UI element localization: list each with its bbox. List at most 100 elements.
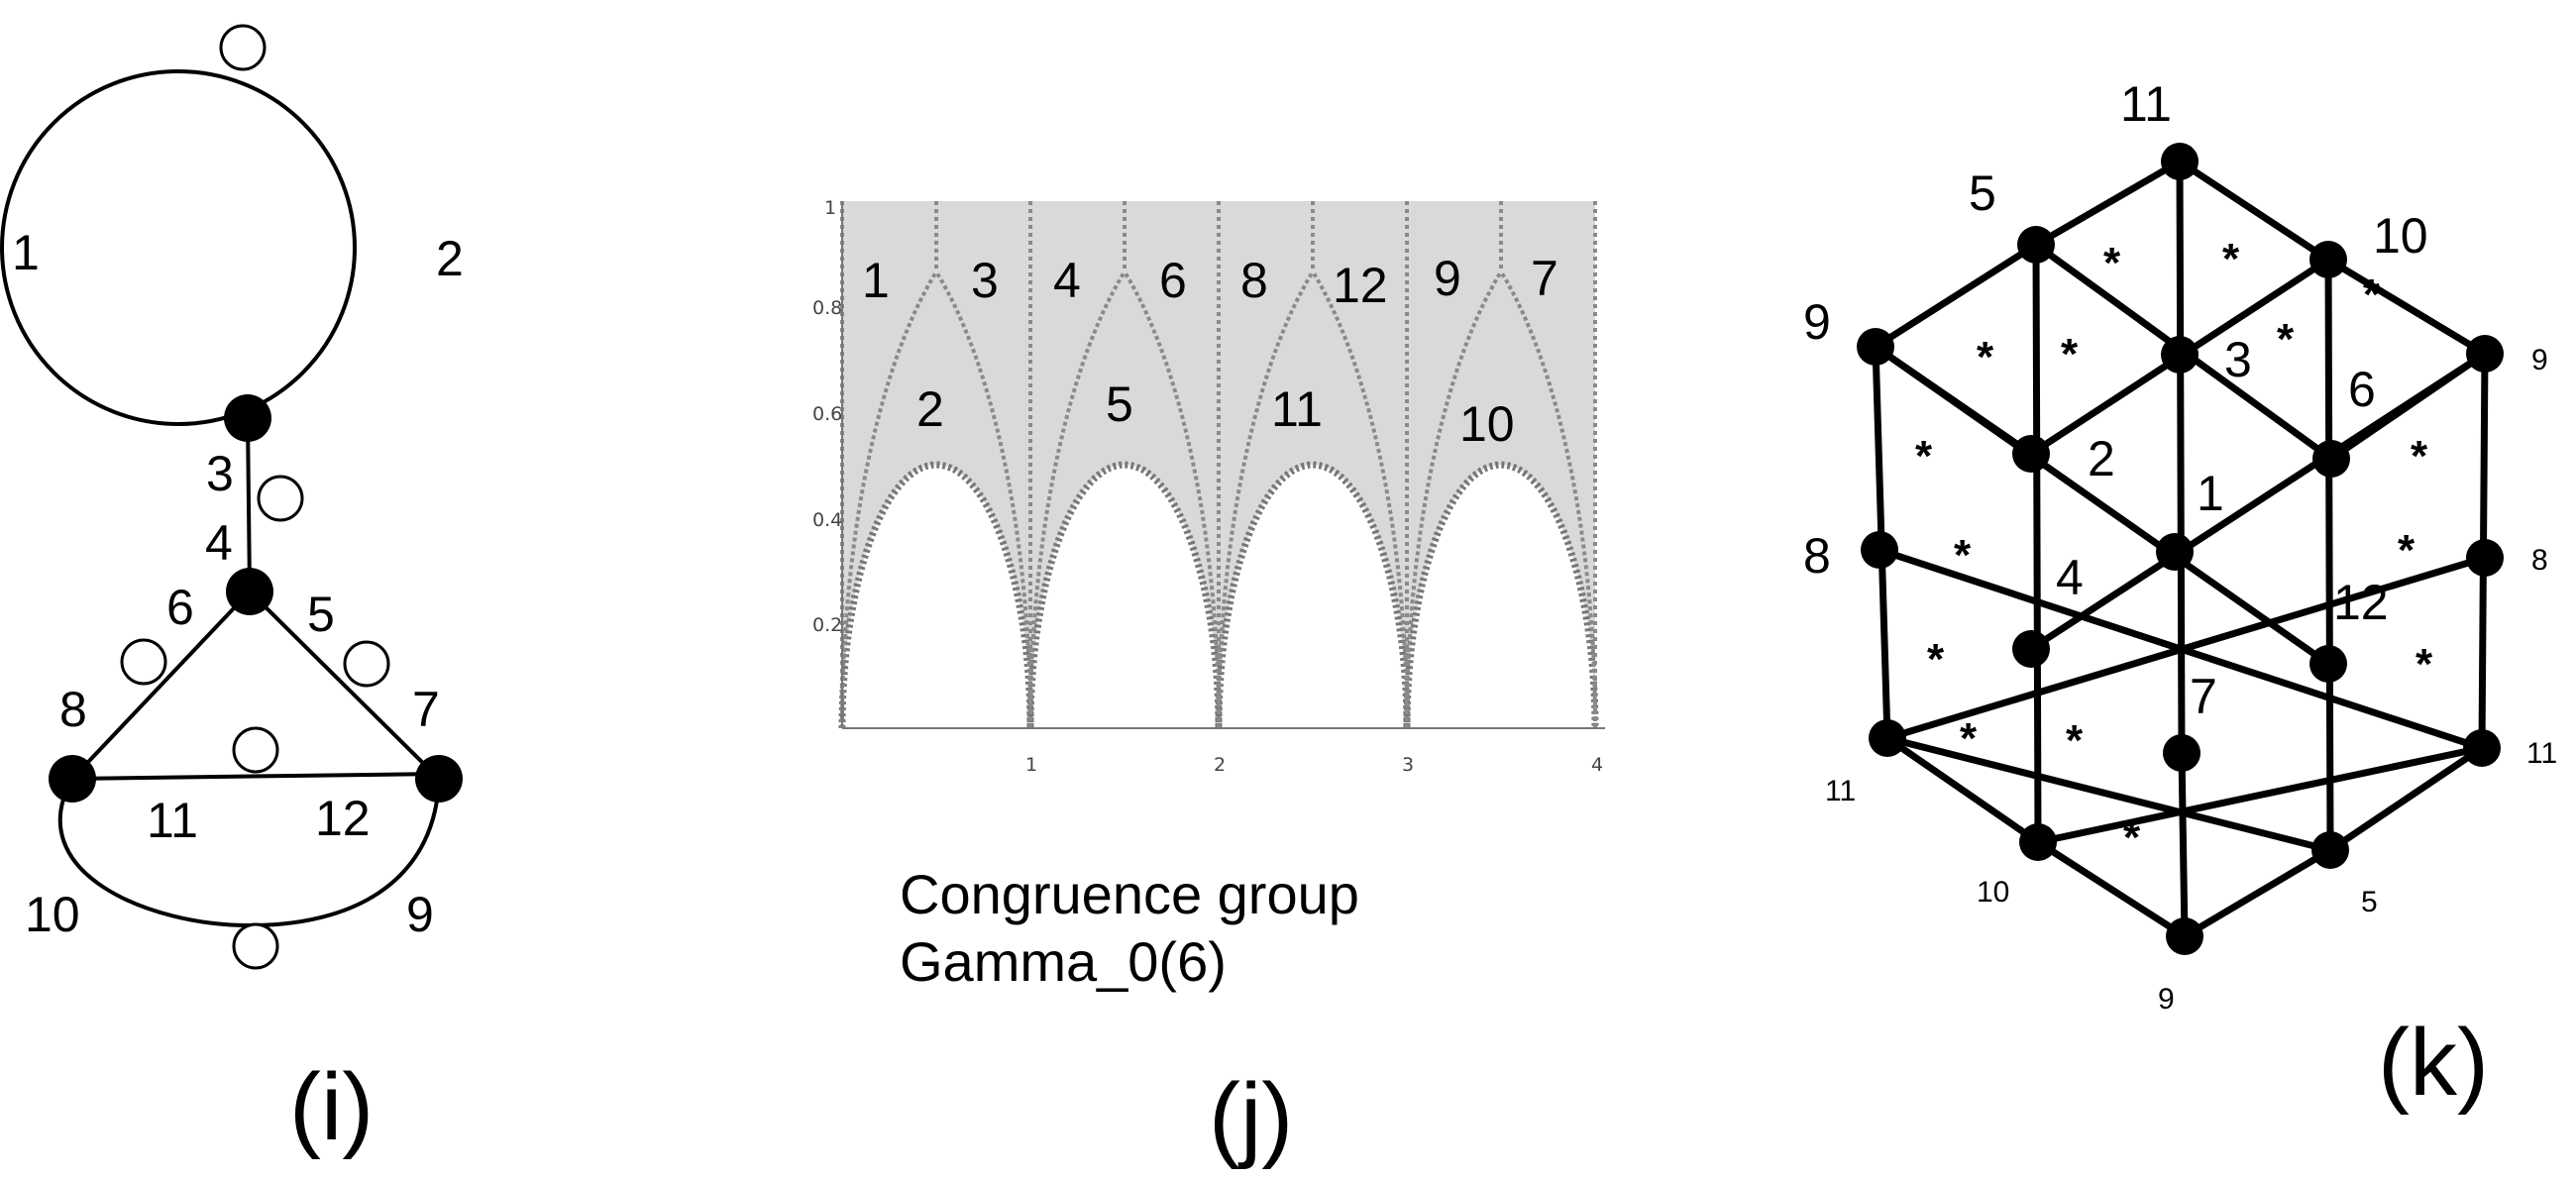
triangulation-vertex [2012, 630, 2050, 668]
vertex-label: 11 [2526, 737, 2557, 770]
triangulation-vertex [2463, 729, 2501, 767]
region-label: 6 [1159, 253, 1187, 308]
apex-arc [840, 270, 938, 729]
triangulation-vertex [2156, 533, 2194, 571]
vertex [415, 755, 463, 803]
base-edge-marker [232, 726, 279, 774]
edge-label-8: 8 [59, 682, 87, 737]
region-label: 7 [1531, 251, 1558, 306]
triangulation-vertex [2012, 435, 2050, 473]
panel-letter-j: (j) [1209, 1064, 1293, 1170]
panel-j-domain: 1 0.8 0.6 0.4 0.2 1 2 3 4 1 3 4 6 8 12 9… [812, 197, 1605, 1170]
face-label: 12 [2333, 575, 2389, 630]
vertex-label: 10 [1977, 876, 2009, 909]
triangulation-vertex [2161, 143, 2199, 180]
bottom-curve-edge [57, 778, 441, 928]
edge-label-11: 11 [147, 793, 198, 848]
panel-letter-k: (k) [2378, 1010, 2489, 1116]
region-label: 10 [1459, 396, 1515, 452]
y-tick-label: 0.8 [812, 297, 842, 319]
region-label: 4 [1053, 253, 1081, 308]
face-label: 6 [2348, 362, 2376, 417]
edge-label-9: 9 [406, 887, 434, 942]
triangulation-edge [2032, 241, 2042, 846]
star-marker: * [2061, 330, 2079, 378]
triangulation-vertex [2312, 440, 2350, 478]
triangulation-edge [1872, 343, 2035, 458]
face-label: 7 [2190, 669, 2217, 724]
loop-edge [0, 69, 357, 426]
vertex-label: 9 [2531, 344, 2548, 376]
apex-arc [1217, 270, 1315, 729]
triangulation-vertex [2466, 335, 2504, 373]
edge-label-10: 10 [25, 887, 80, 942]
star-marker: * [2415, 640, 2433, 689]
vertex-label: 5 [2361, 886, 2378, 918]
x-tick-label: 1 [1025, 754, 1037, 776]
edge-label-2: 2 [436, 231, 464, 286]
bottom-arc [1403, 461, 1599, 729]
vertex-label: 8 [1803, 528, 1831, 584]
triangulation-edge [2324, 256, 2334, 854]
triangulation-edge [2324, 256, 2489, 358]
caption-line-1: Congruence group [900, 863, 1359, 925]
edge-label-12: 12 [315, 791, 371, 846]
triangulation-edge [2034, 838, 2189, 940]
vertex-label: 11 [2120, 76, 2172, 132]
triangulation-vertex [1861, 531, 1898, 569]
face-label: 3 [2224, 332, 2252, 387]
star-marker: * [2103, 239, 2121, 287]
right-edge [248, 590, 441, 781]
star-marker: * [1915, 432, 1933, 481]
triangulation-vertex [2017, 226, 2055, 264]
triangulation-edge [2327, 350, 2489, 463]
bottom-curve-marker [232, 922, 279, 970]
star-marker: * [2398, 526, 2415, 575]
edge-label-4: 4 [205, 515, 233, 571]
apex-arc [1311, 270, 1409, 729]
face-label: 4 [2056, 550, 2084, 605]
vertex [224, 394, 271, 442]
triangulation-vertex [1857, 328, 1894, 366]
apex-arc [1405, 270, 1503, 729]
face-label: 2 [2088, 431, 2115, 486]
x-tick-label: 4 [1591, 754, 1603, 776]
triangulation-edge [2181, 846, 2334, 940]
y-tick-label: 0.4 [812, 509, 842, 531]
star-marker: * [1927, 635, 1945, 684]
star-marker: * [1960, 714, 1978, 763]
triangulation-vertex [2309, 645, 2347, 683]
left-edge [70, 590, 252, 781]
vertex [49, 755, 96, 803]
star-marker: * [2222, 235, 2240, 283]
bottom-arc [1026, 461, 1223, 729]
triangulation-vertex [2161, 336, 2199, 374]
triangulation-edge [2176, 158, 2332, 264]
triangulation-edge [2176, 158, 2186, 757]
loop-marker [219, 24, 267, 71]
star-marker: * [1977, 333, 1994, 381]
triangulation-edges [1872, 158, 2489, 940]
triangulation-vertex [2019, 823, 2057, 861]
vertex-label: 8 [2531, 544, 2548, 577]
star-marker: * [2066, 716, 2084, 765]
edge-label-3: 3 [206, 446, 234, 501]
triangulation-vertex [2166, 917, 2203, 955]
vertex-label: 9 [2158, 983, 2175, 1016]
triangulation-vertex [2309, 241, 2347, 278]
right-edge-marker [343, 640, 390, 688]
stem-edge [246, 417, 252, 592]
triangulation-vertex [2163, 734, 2200, 772]
region-label: 12 [1333, 258, 1388, 313]
vertex-label: 11 [1825, 775, 1856, 807]
star-marker: * [2411, 432, 2428, 481]
x-tick-label: 2 [1214, 754, 1226, 776]
panel-k-triangulation: 1 2 3 4 6 7 12 11 5 10 9 9 8 8 11 11 10 … [1803, 76, 2557, 1116]
vertex [226, 568, 273, 615]
triangulation-edge [2032, 158, 2184, 249]
caption-line-2: Gamma_0(6) [900, 930, 1227, 993]
edge-label-1: 1 [12, 225, 40, 280]
vertex-label: 10 [2373, 208, 2428, 264]
region-label: 11 [1271, 381, 1323, 437]
